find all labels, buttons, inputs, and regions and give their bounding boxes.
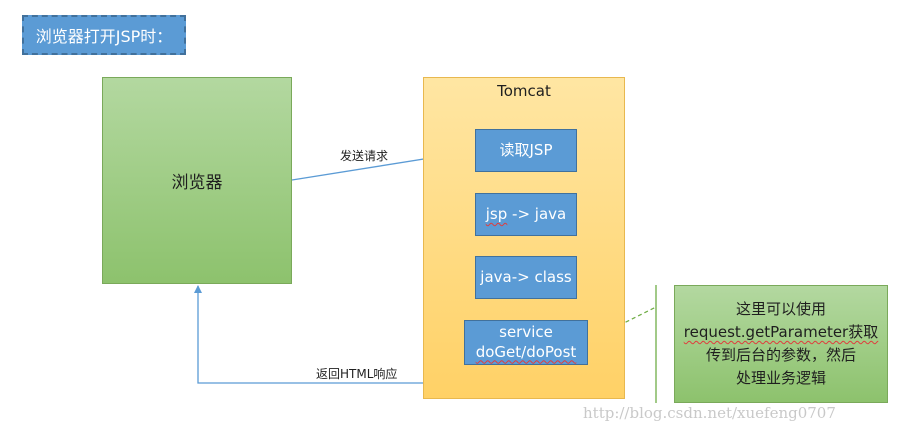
note-line-3: 传到后台的参数，然后: [705, 346, 856, 364]
request-label: 发送请求: [340, 149, 389, 163]
diagram-title: 浏览器打开JSP时：: [22, 15, 186, 55]
browser-node: 浏览器: [102, 77, 292, 284]
note-line-4: 处理业务逻辑: [735, 369, 826, 387]
note-callout: 这里可以使用 request.getParameter获取 传到后台的参数，然后…: [674, 285, 888, 403]
step-read-jsp: 读取JSP: [475, 129, 577, 172]
step-jsp-word: jsp: [485, 204, 508, 223]
response-label: 返回HTML响应: [316, 367, 398, 381]
step-service: service doGet/doPost: [464, 320, 588, 365]
step-jsp-to-java-label: jsp -> java: [486, 205, 566, 225]
step-jsp-to-java: jsp -> java: [475, 193, 577, 236]
note-line-1: 这里可以使用: [735, 300, 826, 318]
step-java-to-class-label: java-> class: [480, 267, 572, 286]
step-service-line1: service: [499, 323, 553, 341]
tomcat-label: Tomcat: [497, 82, 551, 100]
note-line-2: request.getParameter获取: [683, 323, 879, 341]
watermark: http://blog.csdn.net/xuefeng0707: [583, 404, 836, 422]
browser-label: 浏览器: [171, 173, 223, 193]
diagram-title-text: 浏览器打开JSP时：: [35, 27, 173, 46]
step-read-jsp-label: 读取JSP: [499, 140, 553, 159]
step-service-line2: doGet/doPost: [475, 342, 577, 361]
step-jsp-arrow-text: -> java: [507, 204, 567, 223]
step-java-to-class: java-> class: [475, 256, 577, 299]
